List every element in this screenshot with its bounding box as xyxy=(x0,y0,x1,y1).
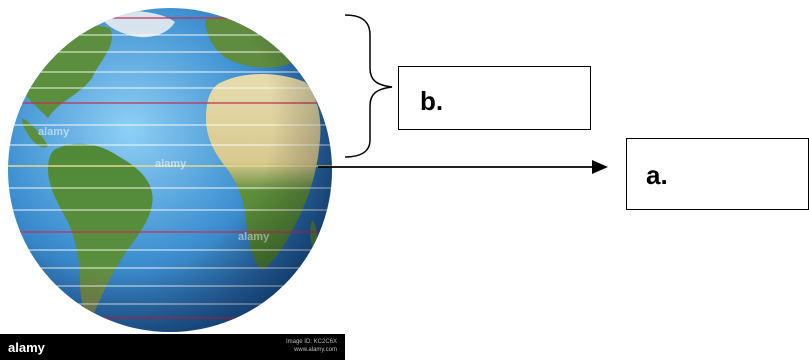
globe-shading xyxy=(0,0,340,340)
stock-image-id: Image ID: KC2C6X xyxy=(286,338,337,346)
arrow-a xyxy=(318,160,608,174)
brace-b xyxy=(345,15,392,157)
stock-site: www.alamy.com xyxy=(286,346,337,354)
stock-logo: alamy xyxy=(8,340,45,355)
stock-meta: Image ID: KC2C6X www.alamy.com xyxy=(286,338,337,354)
label-b: b. xyxy=(420,86,443,117)
stock-watermark-bar: alamy Image ID: KC2C6X www.alamy.com xyxy=(0,334,345,360)
earth-globe: alamy alamy alamy xyxy=(0,0,340,340)
label-a: a. xyxy=(646,160,668,191)
